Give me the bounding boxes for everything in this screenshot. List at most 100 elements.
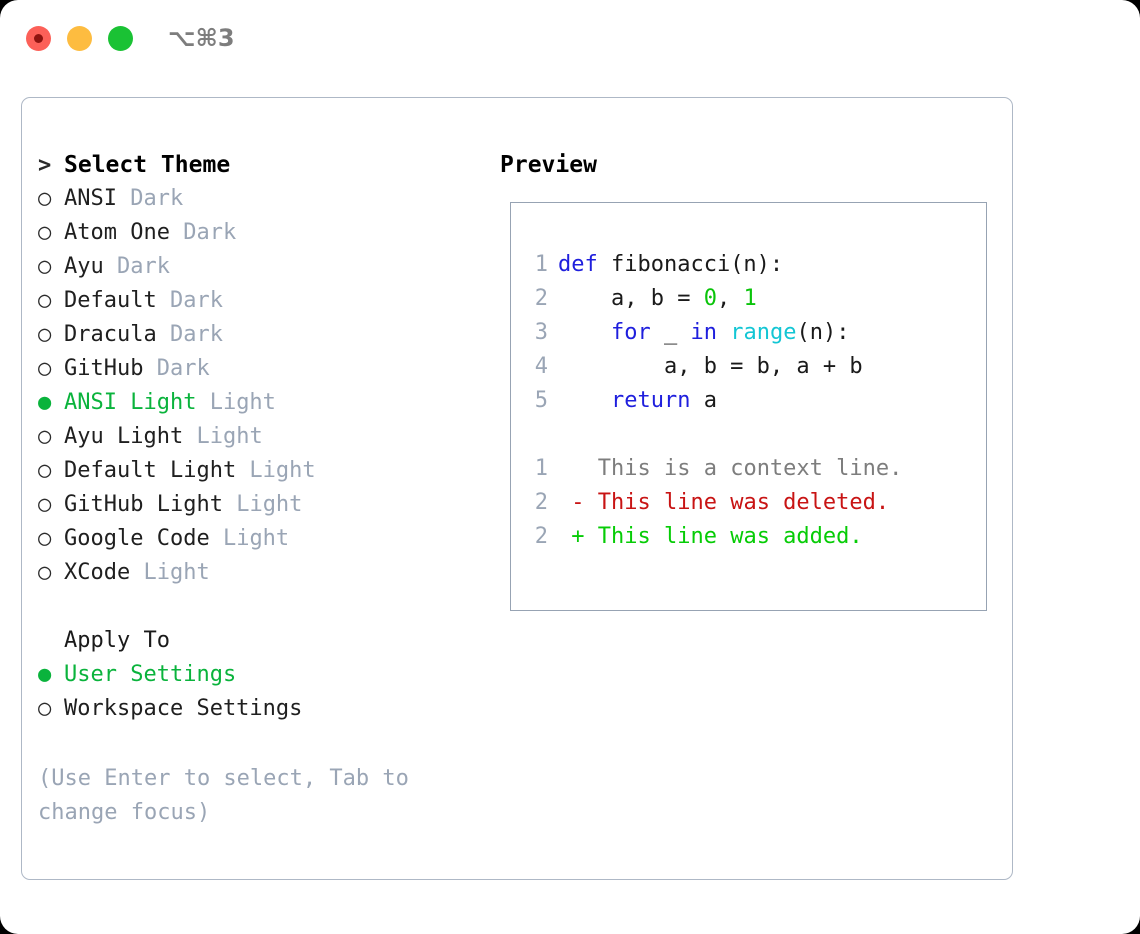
code-token: return [610, 388, 691, 413]
apply-to-option[interactable]: ○ Workspace Settings [38, 692, 488, 726]
theme-kind-label: Dark [116, 186, 184, 211]
theme-kind-label: Light [130, 560, 210, 585]
theme-picker-header-label: Select Theme [64, 152, 231, 178]
code-line-number: 1 [534, 252, 548, 277]
apply-to-list: ● User Settings ○ Workspace Settings [38, 658, 488, 726]
code-diff-spacer [524, 418, 980, 452]
radio-unselected-icon: ○ [38, 424, 52, 449]
apply-to-option-label: Workspace Settings [64, 696, 303, 721]
preview-title: Preview [500, 152, 597, 178]
theme-name: Atom One [64, 220, 170, 245]
theme-kind-label: Dark [103, 254, 170, 279]
code-token: (n): [796, 320, 850, 345]
theme-name: GitHub Light [64, 492, 223, 517]
theme-kind-label: Light [236, 458, 316, 483]
radio-unselected-icon: ○ [38, 288, 52, 313]
theme-list-item[interactable]: ○ Atom One Dark [38, 216, 488, 250]
theme-kind-label: Light [222, 492, 303, 517]
close-icon [34, 34, 43, 43]
maximize-button[interactable] [108, 26, 133, 51]
theme-kind-label: Dark [169, 220, 237, 245]
radio-selected-icon: ● [38, 390, 52, 415]
code-token: a, b = b, a + b [558, 354, 863, 379]
code-token: 1 [743, 286, 757, 311]
diff-line: 2 + This line was added. [524, 520, 980, 554]
code-line-number: 3 [534, 320, 548, 345]
diff-marker [558, 456, 598, 481]
code-line-number: 4 [534, 354, 548, 379]
code-token: a, b = [558, 286, 704, 311]
theme-list-item[interactable]: ○ ANSI Dark [38, 182, 488, 216]
diff-line-number: 1 [534, 456, 548, 481]
theme-kind-label: Light [183, 424, 263, 449]
theme-list-item[interactable]: ○ GitHub Light Light [38, 488, 488, 522]
minimize-button[interactable] [67, 26, 92, 51]
radio-unselected-icon: ○ [38, 254, 52, 279]
apply-to-option[interactable]: ● User Settings [38, 658, 488, 692]
theme-name: Default [64, 288, 157, 313]
theme-list-item[interactable]: ○Dracula Dark [38, 318, 488, 352]
theme-name: XCode [64, 560, 131, 585]
diff-line-number: 2 [534, 524, 548, 549]
code-token: def [558, 252, 611, 277]
code-token: a [690, 388, 717, 413]
theme-list-item[interactable]: ○ Default Dark [38, 284, 488, 318]
radio-unselected-icon: ○ [38, 526, 52, 551]
apply-to-header: Apply To [38, 624, 488, 658]
code-token: range [730, 320, 797, 345]
theme-list-item[interactable]: ○ Ayu Light Light [38, 420, 488, 454]
code-token: in [690, 320, 717, 345]
theme-list-item[interactable]: ○GitHub Dark [38, 352, 488, 386]
code-line-number: 5 [534, 388, 548, 413]
radio-selected-icon: ● [38, 662, 52, 687]
diff-marker: - [558, 490, 598, 515]
apply-to-header-label: Apply To [64, 628, 170, 653]
theme-list-item[interactable]: ○ XCode Light [38, 556, 488, 590]
code-token [558, 320, 611, 345]
code-token [558, 388, 611, 413]
code-line: 4 a, b = b, a + b [524, 350, 980, 384]
radio-unselected-icon: ○ [38, 356, 52, 381]
diff-text: This line was deleted. [597, 490, 890, 515]
theme-name: Ayu Light [64, 424, 184, 449]
code-token: fibonacci(n): [610, 252, 784, 277]
theme-name: ANSI Light [64, 390, 197, 415]
theme-kind-label: Dark [143, 356, 210, 381]
close-button[interactable] [26, 26, 51, 51]
diff-line: 2 - This line was deleted. [524, 486, 980, 520]
theme-list: ○ANSI Dark○Atom One Dark○Ayu Dark○Defaul… [38, 182, 488, 590]
keyboard-shortcut-label: ⌥⌘3 [168, 24, 235, 52]
hint-text: (Use Enter to select, Tab to change focu… [38, 766, 409, 825]
diff-lines: 1 This is a context line.2 - This line w… [524, 452, 980, 554]
radio-unselected-icon: ○ [38, 492, 52, 517]
radio-unselected-icon: ○ [38, 696, 52, 721]
apply-to-header-spacer [38, 624, 64, 658]
radio-unselected-icon: ○ [38, 458, 52, 483]
diff-marker: + [558, 524, 598, 549]
radio-unselected-icon: ○ [38, 220, 52, 245]
code-line: 1 def fibonacci(n): [524, 248, 980, 282]
theme-name: ANSI [64, 186, 117, 211]
theme-picker-column: >Select Theme ○ANSI Dark○Atom One Dark○A… [38, 148, 488, 726]
diff-text: This line was added. [597, 524, 863, 549]
theme-list-item[interactable]: ○ Google Code Light [38, 522, 488, 556]
title-bar: ⌥⌘3 [0, 0, 1140, 78]
radio-unselected-icon: ○ [38, 186, 52, 211]
theme-list-item[interactable]: ○Default Light Light [38, 454, 488, 488]
diff-line: 1 This is a context line. [524, 452, 980, 486]
theme-kind-label: Dark [156, 288, 223, 313]
theme-list-item[interactable]: ○Ayu Dark [38, 250, 488, 284]
theme-picker-header: >Select Theme [38, 148, 488, 182]
theme-list-item[interactable]: ● ANSI Light Light [38, 386, 488, 420]
apply-to-option-label: User Settings [64, 662, 237, 687]
radio-unselected-icon: ○ [38, 560, 52, 585]
theme-kind-label: Light [209, 526, 290, 551]
theme-kind-label: Light [196, 390, 276, 415]
theme-name: Google Code [64, 526, 210, 551]
theme-kind-label: Dark [156, 322, 223, 347]
